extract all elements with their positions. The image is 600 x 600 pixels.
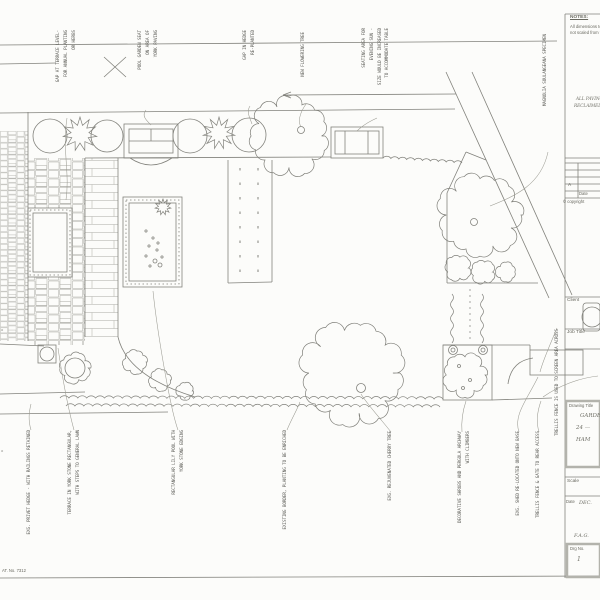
- edge-mark: o: [1, 448, 4, 453]
- label-line: EXG. PRIVET HEDGE - WITH RAILINGS RETAIN…: [27, 430, 32, 535]
- paving-note: ALL PAVING:: [576, 96, 600, 101]
- label-new-flowering-tree: NEW FLOWERING TREE: [301, 32, 307, 77]
- label-line: WITH STEPS TO GENERAL LAWN: [75, 430, 81, 495]
- label-line: POOL GARDEN SEAT: [138, 30, 143, 70]
- herb-gap-bed: [28, 208, 72, 277]
- copyright-note: © copyright: [563, 199, 585, 204]
- catalog-number: AT. No. 7312: [2, 568, 26, 573]
- label-line: OR HERBS: [71, 30, 77, 50]
- label-trellis-screen: TRELLIS FENCE IS USED TO SCREEN AREA ACR…: [555, 329, 561, 436]
- notes-line: All dimensions to be checked on site: [570, 24, 600, 29]
- notes-title: NOTES:: [570, 15, 589, 20]
- label-cherry-tree: EXG. REJUVENATED CHERRY TREE: [388, 431, 394, 501]
- label-gap-at-terrace: GAP AT TERRACE LEVEL-FOR ANNUAL PLANTING…: [56, 30, 77, 82]
- client-label: Client: [567, 298, 580, 303]
- label-line: DECORATIVE SHRUBS AND PERGOLA ARCHWAY: [458, 431, 463, 524]
- label-line: MAGNOLIA SOULANGEANA SPECIMEN: [543, 34, 548, 107]
- label-line: EVENING SUN -: [369, 28, 375, 61]
- label-line: WITH CLIMBERS: [465, 431, 471, 464]
- label-line: YORK PAVING: [153, 30, 159, 58]
- drawing-title-label: Drawing Title: [569, 403, 594, 408]
- label-line: SEATING AREA FOR: [362, 28, 367, 68]
- label-front-hedge: EXG. PRIVET HEDGE - WITH RAILINGS RETAIN…: [27, 430, 33, 534]
- notes-line: not scaled from this drawing: [570, 30, 600, 35]
- label-magnolia-specimen: MAGNOLIA SOULANGEANA SPECIMEN: [543, 34, 549, 106]
- label-line: TRELLIS FENCE IS USED TO SCREEN AREA ACR…: [555, 329, 560, 436]
- label-line: TRELLIS FENCE & GATE TO REAR ACCESS: [536, 431, 541, 519]
- label-line: ON AREA OF: [145, 30, 151, 55]
- path-paving-texture: [85, 158, 118, 337]
- label-line: RECTANGULAR LILY POOL WITH: [172, 430, 177, 495]
- drawing-title-line: HAM: [576, 437, 591, 443]
- label-line: EXG. REJUVENATED CHERRY TREE: [388, 431, 393, 501]
- revision-date-header: Date: [579, 191, 588, 196]
- label-line: EXG. SHED RE-LOCATED ONTO NEW BASE: [516, 431, 521, 516]
- edge-mark: o: [1, 327, 4, 332]
- label-line: NEW FLOWERING TREE: [301, 32, 306, 77]
- drawing-title-line: GARDEN: [580, 413, 600, 419]
- revision-letter: A: [568, 183, 572, 188]
- paving-note: RECLAIMED YORK STONE: [574, 103, 600, 108]
- label-trellis-gate: TRELLIS FENCE & GATE TO REAR ACCESS: [536, 431, 542, 518]
- drg-no-value: 1: [577, 556, 581, 563]
- drawing-title-line: 24 —: [576, 425, 591, 431]
- label-line: GAP AT TERRACE LEVEL-: [56, 30, 61, 83]
- label-line: GAP IN HEDGE: [243, 30, 248, 60]
- date-label: Date: [566, 499, 575, 504]
- scale-label: Scale: [567, 479, 579, 484]
- drg-no-label: Drg No.: [570, 546, 585, 551]
- date-value: DEC.: [579, 500, 592, 506]
- drawn-by: F.A.G.: [574, 533, 589, 539]
- label-line: TO ACCOMMODATE TABLE: [385, 28, 391, 78]
- label-line: YORK STONE EDGING: [179, 430, 185, 473]
- label-shed-relocated: EXG. SHED RE-LOCATED ONTO NEW BASE: [516, 431, 522, 516]
- label-line: EXISTING BORDER, PLANTING TO BE ENRICHED: [283, 430, 288, 530]
- job-title-label: Job Title: [567, 330, 585, 335]
- label-line: TERRACE IN YORK STONE RECTANGULAR,: [68, 430, 73, 515]
- label-line: RE-PLANTED: [250, 30, 256, 55]
- boundary-paving-texture: [0, 131, 28, 341]
- label-line: SIZE WOULD BE INCREASED: [377, 28, 383, 86]
- label-line: FOR ANNUAL PLANTING: [63, 30, 69, 78]
- label-existing-border: EXISTING BORDER, PLANTING TO BE ENRICHED: [283, 430, 289, 529]
- label-terrace: TERRACE IN YORK STONE RECTANGULAR,WITH S…: [68, 430, 82, 515]
